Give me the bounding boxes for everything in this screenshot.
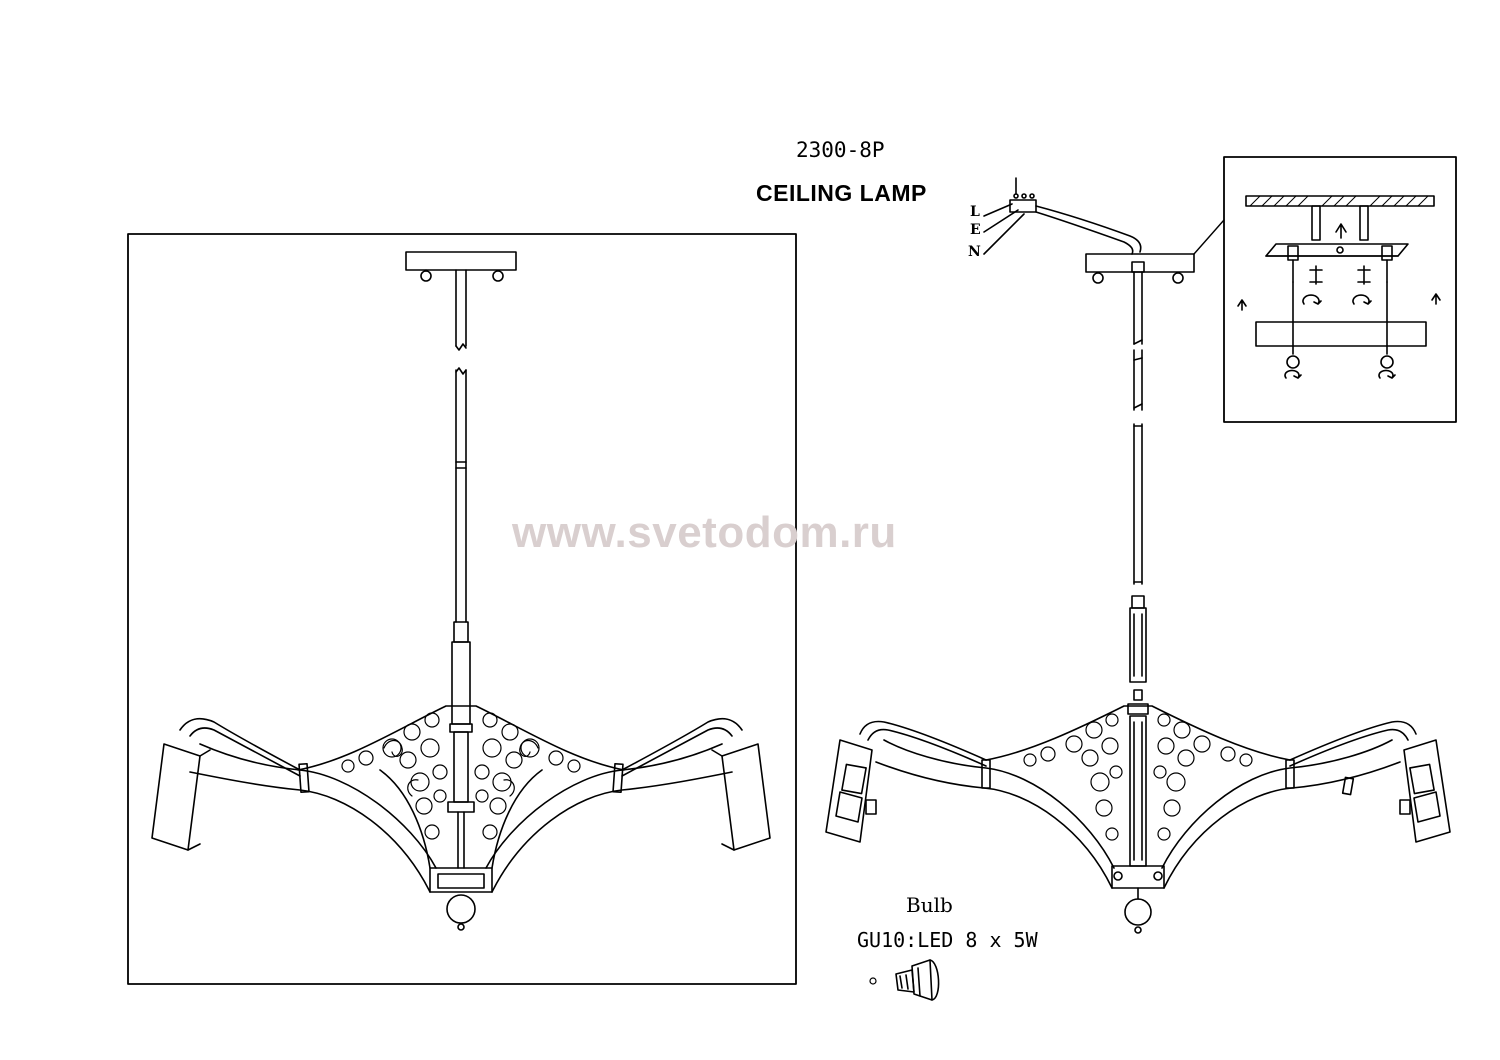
front-view-frame [127, 233, 797, 985]
bulb-spec: GU10:LED 8 x 5W [857, 928, 1038, 952]
watermark: www.svetodom.ru [512, 508, 897, 557]
product-title: CEILING LAMP [756, 180, 927, 206]
gu10-bulb-icon [869, 959, 940, 1001]
mounting-detail-inset [1193, 156, 1457, 423]
wire-label-live: L [970, 204, 980, 220]
wire-label-earth: E [970, 222, 981, 238]
model-number: 2300-8P [796, 138, 885, 162]
front-view-lamp [151, 251, 771, 931]
exploded-view-lamp [825, 177, 1451, 934]
wire-label-neutral: N [968, 244, 981, 260]
bulb-heading: Bulb [906, 893, 953, 917]
